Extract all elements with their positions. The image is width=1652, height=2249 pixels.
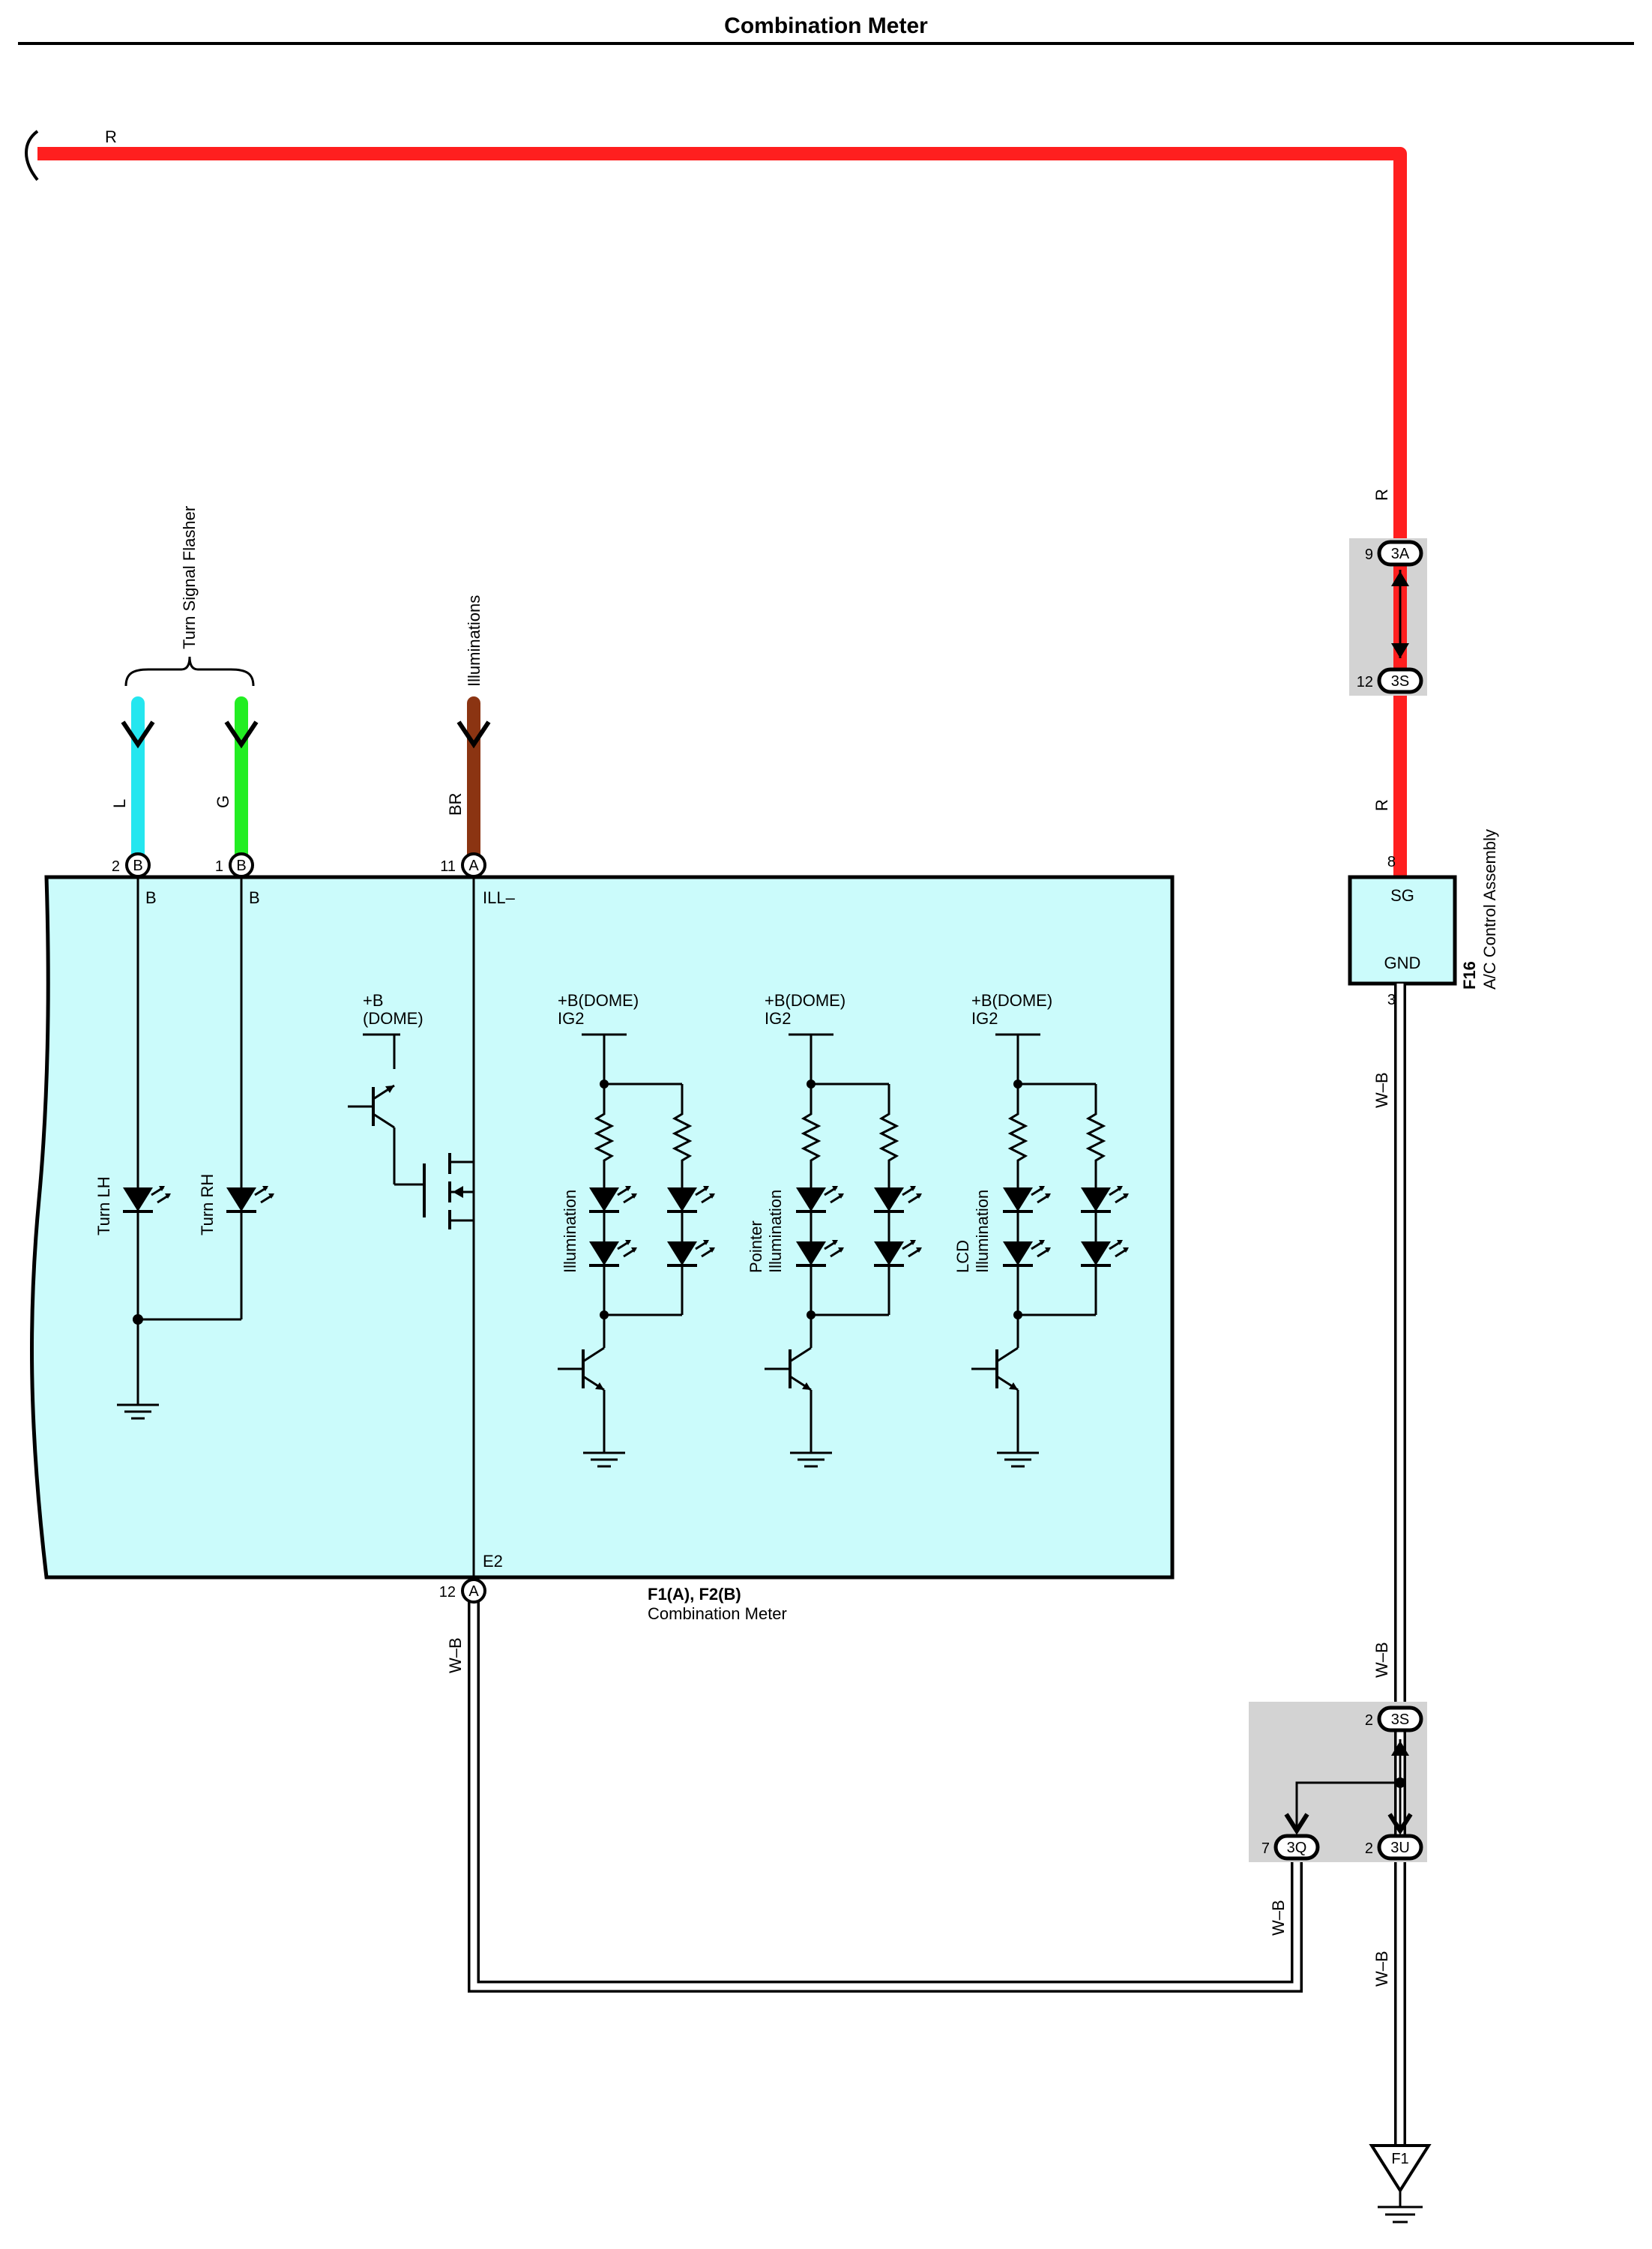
svg-text:B: B bbox=[249, 888, 260, 907]
label-turn-lh: Turn LH bbox=[94, 1176, 113, 1235]
illumination-bank-3: +B(DOME) IG2 LCD Illumination bbox=[953, 991, 1130, 1468]
illumination-bank-1: +B(DOME) IG2 Illumination bbox=[556, 991, 717, 1468]
illumination-bank-2: +B(DOME) IG2 Pointer Illumination bbox=[747, 991, 923, 1468]
junction-3s-3u-3q: 3S 2 3Q 7 3U 2 bbox=[1249, 1702, 1427, 1862]
svg-text:A: A bbox=[468, 1583, 479, 1600]
wire-label-r-upper: R bbox=[1372, 489, 1391, 501]
connector-3s-bottom-label: 3S bbox=[1391, 1711, 1409, 1728]
label-illumination: Illumination bbox=[561, 1190, 579, 1273]
ac-control-assembly: SG GND 8 3 F16 A/C Control Assembly bbox=[1348, 829, 1499, 1008]
svg-text:+B: +B bbox=[363, 991, 384, 1010]
connector-3a bbox=[1377, 540, 1423, 567]
label-lcd-illumination: Illumination bbox=[973, 1190, 992, 1273]
label-pointer: Pointer bbox=[747, 1220, 765, 1273]
page-title: Combination Meter bbox=[724, 13, 928, 38]
wire-label-l: L bbox=[110, 799, 129, 808]
terminal-e2: E2 bbox=[483, 1552, 503, 1571]
connector-3a-label: 3A bbox=[1391, 546, 1410, 562]
meter-pin-1: B 1 bbox=[215, 852, 254, 878]
wire-label-r-top: R bbox=[105, 127, 117, 146]
wire-g: G bbox=[214, 696, 256, 861]
pin-12: 12 bbox=[1357, 674, 1373, 690]
wire-label-wb-bottom: W–B bbox=[1372, 1951, 1391, 1987]
turn-signal-flasher-brace: Turn Signal Flasher bbox=[124, 506, 255, 687]
meter-name: Combination Meter bbox=[648, 1604, 787, 1623]
wire-label-r-lower: R bbox=[1372, 799, 1391, 811]
ac-name: A/C Control Assembly bbox=[1480, 829, 1499, 990]
connector-3u-label: 3U bbox=[1390, 1840, 1410, 1856]
connector-3s-top bbox=[1377, 667, 1423, 694]
connector-3q bbox=[1273, 1834, 1320, 1861]
ac-terminal-gnd: GND bbox=[1384, 954, 1421, 972]
label-illuminations: Illuminations bbox=[465, 595, 483, 687]
svg-text:B: B bbox=[145, 888, 157, 907]
svg-text:B: B bbox=[133, 858, 142, 874]
svg-text:IG2: IG2 bbox=[765, 1009, 791, 1028]
svg-text:11: 11 bbox=[440, 858, 456, 875]
svg-text:IG2: IG2 bbox=[558, 1009, 584, 1028]
svg-text:1: 1 bbox=[215, 858, 223, 875]
wire-label-wb-right-mid: W–B bbox=[1372, 1642, 1391, 1678]
ac-pin-3: 3 bbox=[1387, 992, 1396, 1008]
svg-text:+B(DOME): +B(DOME) bbox=[971, 991, 1052, 1010]
wire-label-br: BR bbox=[446, 792, 465, 816]
ac-code: F16 bbox=[1460, 961, 1479, 990]
svg-text:12: 12 bbox=[439, 1584, 456, 1601]
meter-codes: F1(A), F2(B) bbox=[648, 1585, 741, 1604]
svg-text:A: A bbox=[468, 858, 479, 874]
wire-label-wb-left: W–B bbox=[446, 1637, 465, 1673]
svg-text:+B(DOME): +B(DOME) bbox=[558, 991, 639, 1010]
label-turn-signal-flasher: Turn Signal Flasher bbox=[180, 506, 199, 649]
wire-l: L bbox=[110, 696, 153, 861]
wire-br: BR bbox=[446, 696, 489, 861]
label-lcd: LCD bbox=[953, 1240, 972, 1273]
wire-r-top: R bbox=[25, 127, 1407, 549]
junction-3a-3s: 3A 9 3S 12 bbox=[1349, 538, 1427, 696]
pin-2-3u: 2 bbox=[1365, 1840, 1373, 1857]
wire-label-wb-right-upper: W–B bbox=[1372, 1072, 1391, 1108]
svg-text:IG2: IG2 bbox=[971, 1009, 998, 1028]
ground-f1-label: F1 bbox=[1391, 2151, 1408, 2167]
pin-7-3q: 7 bbox=[1261, 1840, 1270, 1857]
wire-wb-right: W–B W–B bbox=[1372, 984, 1406, 1713]
combination-meter bbox=[30, 875, 1175, 1580]
meter-pin-12: A 12 bbox=[439, 1578, 486, 1604]
wire-wb-bottom: W–B bbox=[1372, 1862, 1406, 2152]
pin-9: 9 bbox=[1365, 547, 1373, 563]
meter-pin-11: A 11 bbox=[440, 852, 486, 878]
label-pointer-illumination: Illumination bbox=[766, 1190, 785, 1273]
ground-f1: F1 bbox=[1369, 2144, 1432, 2224]
svg-text:B: B bbox=[236, 858, 246, 874]
wire-wb-left: W–B W–B bbox=[446, 1591, 1303, 1993]
connector-3u bbox=[1377, 1834, 1423, 1861]
illumination-control-circuit: ILL– E2 +B (DOME) bbox=[346, 877, 516, 1577]
svg-text:+B(DOME): +B(DOME) bbox=[765, 991, 845, 1010]
connector-3s-bottom bbox=[1377, 1705, 1423, 1732]
ac-terminal-sg: SG bbox=[1390, 886, 1414, 905]
wire-label-g: G bbox=[214, 795, 232, 808]
ac-pin-8: 8 bbox=[1387, 854, 1396, 870]
meter-pin-2: B 2 bbox=[112, 852, 151, 878]
wire-label-wb-3q: W–B bbox=[1269, 1900, 1288, 1936]
svg-text:2: 2 bbox=[112, 858, 120, 875]
connector-3q-label: 3Q bbox=[1287, 1840, 1307, 1856]
label-turn-rh: Turn RH bbox=[198, 1174, 217, 1235]
terminal-ill: ILL– bbox=[483, 888, 516, 907]
connector-3s-top-label: 3S bbox=[1391, 673, 1409, 690]
svg-text:(DOME): (DOME) bbox=[363, 1009, 423, 1028]
pin-2-3s: 2 bbox=[1365, 1712, 1373, 1729]
turn-indicator-circuit: B B Turn LH Turn RH bbox=[94, 877, 276, 1420]
